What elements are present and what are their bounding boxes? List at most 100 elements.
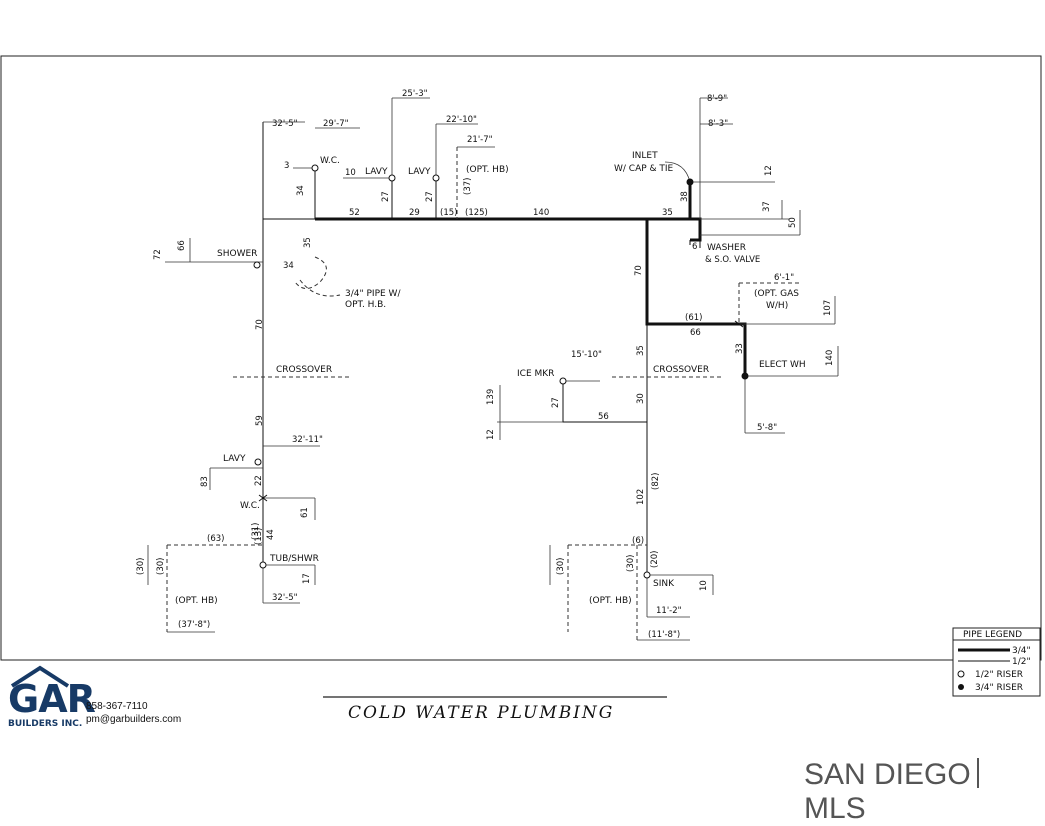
riser-elect-wh — [741, 372, 749, 380]
riser-wc-top — [311, 164, 319, 172]
dim-102: 102 — [636, 489, 646, 505]
dim-140b: 140 — [825, 350, 835, 366]
dim-30p-d: (30) — [556, 558, 566, 575]
legend-item-3-4-riser: 3/4" RISER — [975, 683, 1023, 693]
dim-82p: (82) — [651, 473, 661, 490]
dim-11-8: (11'-8") — [648, 630, 680, 640]
dim-140: 140 — [533, 208, 549, 218]
label-opt-hb-top: (OPT. HB) — [466, 165, 509, 175]
dim-59: 59 — [255, 415, 265, 426]
dim-34b: 34 — [283, 261, 294, 271]
dim-30p-c: (30) — [626, 555, 636, 572]
legend-open-circle-icon — [957, 670, 965, 678]
label-ice-mkr: ICE MKR — [517, 369, 554, 379]
label-elect-wh: ELECT WH — [759, 360, 806, 370]
dim-22: 22 — [254, 475, 264, 486]
fixture-labels: W.C. LAVY LAVY (OPT. HB) SHOWER 3/4" PIP… — [175, 151, 806, 606]
company-contact: 858-367-7110 pm@garbuilders.com — [86, 700, 181, 726]
dim-29-7: 29'-7" — [323, 119, 349, 129]
dim-13p: (13) — [254, 528, 264, 545]
riser-inlet — [686, 178, 694, 186]
company-email[interactable]: pm@garbuilders.com — [86, 714, 182, 725]
pipe-3-4-main — [315, 182, 747, 376]
dim-30: 30 — [636, 393, 646, 404]
watermark-divider — [976, 758, 979, 788]
label-washer: WASHER — [707, 243, 746, 253]
label-pipe-note-1: 3/4" PIPE W/ — [345, 289, 401, 299]
dim-12a: 12 — [764, 165, 774, 176]
dim-38: 38 — [680, 191, 690, 202]
dim-27a: 27 — [381, 191, 391, 202]
dim-6a: 6 — [692, 242, 697, 252]
dim-56: 56 — [598, 412, 609, 422]
dim-66b: 66 — [690, 328, 701, 338]
dim-61p: (61) — [685, 313, 702, 323]
label-lavy-1: LAVY — [365, 167, 388, 177]
riser-lavy3 — [254, 458, 262, 466]
legend-title: PIPE LEGEND — [963, 630, 1022, 640]
pipe-legend: PIPE LEGEND 3/4" 1/2" 1/2" RISER 3/4" RI… — [952, 627, 1041, 697]
label-inlet-2: W/ CAP & TIE — [614, 164, 674, 174]
label-tub-shwr: TUB/SHWR — [269, 554, 319, 564]
company-logo-sub: BUILDERS INC. — [8, 719, 83, 729]
dim-72a: 72 — [153, 249, 163, 260]
label-crossover-left: CROSSOVER — [276, 365, 332, 375]
dim-3: 3 — [284, 161, 289, 171]
dim-70a: 70 — [255, 319, 265, 330]
legend-filled-circle-icon — [958, 684, 964, 690]
dim-11-2: 11'-2" — [656, 606, 682, 616]
risers — [253, 164, 749, 579]
dim-32-5-bot: 32'-5" — [272, 593, 298, 603]
dim-61: 61 — [300, 507, 310, 518]
dim-30p-a: (30) — [136, 558, 146, 575]
riser-ice-mkr — [559, 377, 567, 385]
dim-25-3: 25'-3" — [402, 89, 428, 99]
dim-34a: 34 — [296, 185, 306, 196]
dim-20p: (20) — [650, 551, 660, 568]
dim-83: 83 — [200, 476, 210, 487]
dim-12b: 12 — [486, 429, 496, 440]
label-opt-hb-right: (OPT. HB) — [589, 596, 632, 606]
dim-17: 17 — [302, 573, 312, 584]
dim-35a: 35 — [662, 208, 673, 218]
label-opt-gas-2: W/H) — [766, 301, 788, 311]
house-roof-icon — [10, 665, 70, 688]
dim-27c: 27 — [551, 397, 561, 408]
label-lavy-2: LAVY — [408, 167, 431, 177]
dim-5-8: 5'-8" — [757, 423, 777, 433]
legend-item-1-2-riser: 1/2" RISER — [975, 670, 1023, 680]
dim-22-10: 22'-10" — [446, 115, 477, 125]
dim-66a: 66 — [177, 240, 187, 251]
riser-sink — [643, 571, 651, 579]
dim-37b: 37 — [762, 201, 772, 212]
dim-6-1: 6'-1" — [774, 273, 794, 283]
watermark-right: MLS — [804, 792, 866, 825]
dim-8-9: 8'-9" — [707, 94, 727, 104]
company-phone: 858-367-7110 — [86, 701, 148, 712]
dim-10b: 10 — [699, 580, 709, 591]
dim-52: 52 — [349, 208, 360, 218]
dim-29: 29 — [409, 208, 420, 218]
sheet-border — [0, 55, 1042, 661]
dim-21-7: 21'-7" — [467, 135, 493, 145]
label-opt-hb-left: (OPT. HB) — [175, 596, 218, 606]
dim-31p: (31) — [251, 523, 261, 540]
dashed-lines — [166, 147, 800, 640]
dim-33: 33 — [735, 343, 745, 354]
dim-35b: 35 — [303, 237, 313, 248]
riser-tub — [259, 561, 267, 569]
dim-32-5-top: 32'-5" — [272, 119, 298, 129]
dimension-labels: 32'-5" 29'-7" 25'-3" 22'-10" 21'-7" 3 10… — [136, 89, 835, 640]
dim-37-8: (37'-8") — [178, 620, 210, 630]
dim-10a: 10 — [345, 168, 356, 178]
label-shower: SHOWER — [217, 249, 257, 259]
dim-30p-b: (30) — [156, 558, 166, 575]
watermark-left: SAN DIEGO — [804, 758, 971, 791]
label-washer-sub: & S.O. VALVE — [705, 255, 760, 265]
mls-watermark: SAN DIEGOMLS — [804, 758, 1045, 826]
dim-139: 139 — [486, 389, 496, 405]
label-sink: SINK — [653, 579, 675, 589]
dim-125p: (125) — [465, 208, 488, 218]
drawing-title: COLD WATER PLUMBING — [348, 703, 614, 723]
plumbing-plan: W.C. LAVY LAVY (OPT. HB) SHOWER 3/4" PIP… — [0, 55, 1042, 723]
